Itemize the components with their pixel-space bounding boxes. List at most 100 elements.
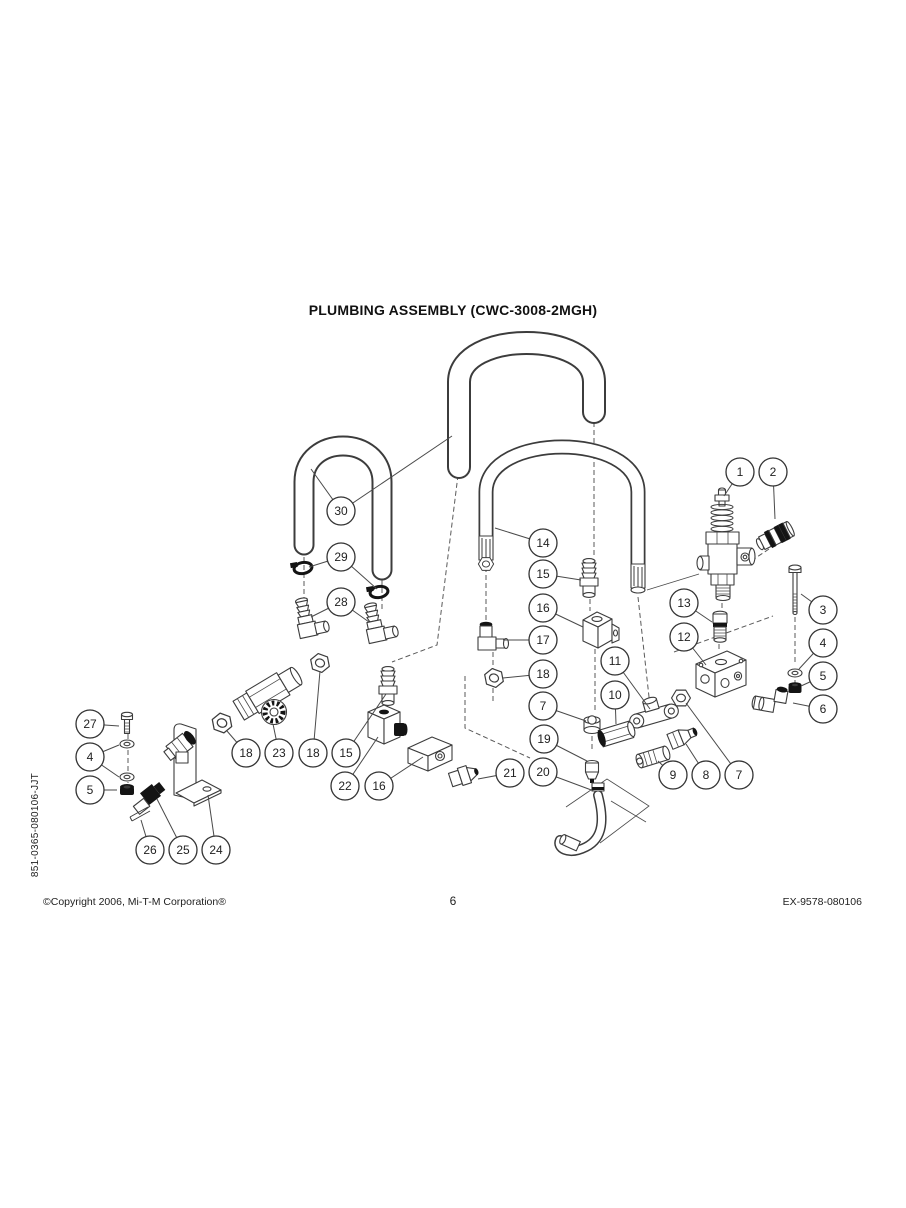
- screw-27: [120, 711, 134, 735]
- callout-number: 6: [820, 702, 827, 716]
- tee-11: [629, 696, 679, 729]
- callout-16: 16: [364, 771, 394, 801]
- callout-19: 19: [529, 724, 559, 754]
- fitting-8: [666, 727, 698, 750]
- elbow-17: [477, 621, 510, 651]
- callout-24: 24: [201, 835, 231, 865]
- callout-15: 15: [528, 559, 558, 589]
- bracket-elbow-fitting: [163, 731, 196, 764]
- nipple-26: [129, 806, 151, 822]
- cylinder-9: [635, 745, 671, 769]
- doc-code: EX-9578-080106: [782, 896, 862, 908]
- callout-26: 26: [135, 835, 165, 865]
- callout-3: 3: [808, 595, 838, 625]
- hexnut-18-center: [481, 666, 507, 690]
- callout-2: 2: [758, 457, 788, 487]
- callout-22: 22: [330, 771, 360, 801]
- clamp-29-right: [364, 582, 391, 602]
- callout-number: 16: [536, 601, 550, 615]
- callout-number: 18: [239, 746, 253, 760]
- callout-number: 17: [536, 633, 550, 647]
- callout-7: 7: [528, 691, 558, 721]
- page-number: 6: [449, 894, 457, 908]
- unloader-valve-1: [696, 487, 756, 602]
- plug-13: [712, 610, 728, 643]
- hexnut-18-left: [208, 710, 236, 736]
- callout-number: 1: [737, 465, 744, 479]
- callout-number: 28: [334, 595, 348, 609]
- callout-29: 29: [326, 542, 356, 572]
- callout-12: 12: [669, 622, 699, 652]
- callout-number: 2: [770, 465, 777, 479]
- valve-23: [232, 666, 303, 726]
- callout-number: 22: [338, 779, 352, 793]
- callout-21: 21: [495, 758, 525, 788]
- callout-number: 5: [820, 669, 827, 683]
- callout-number: 7: [736, 768, 743, 782]
- elbow-28-right: [360, 598, 400, 645]
- callout-number: 4: [820, 636, 827, 650]
- callout-number: 20: [536, 765, 550, 779]
- callout-number: 14: [536, 536, 550, 550]
- callout-10: 10: [600, 680, 630, 710]
- callout-number: 30: [334, 504, 348, 518]
- callout-number: 23: [272, 746, 286, 760]
- callout-27: 27: [75, 709, 105, 739]
- washer-4-lower: [119, 772, 135, 782]
- callout-number: 4: [87, 750, 94, 764]
- manifold-block-12: [695, 650, 747, 698]
- callout-number: 24: [209, 843, 223, 857]
- cube-fitting-16: [582, 611, 620, 649]
- callout-11: 11: [600, 646, 630, 676]
- block-16-left: [407, 736, 453, 772]
- callout-number: 18: [306, 746, 320, 760]
- callout-14: 14: [528, 528, 558, 558]
- hose-14: [477, 439, 646, 594]
- callout-18: 18: [298, 738, 328, 768]
- callout-number: 7: [540, 699, 547, 713]
- bolt-3: [788, 564, 802, 616]
- hose-20: [554, 782, 607, 856]
- callout-number: 18: [536, 667, 550, 681]
- callout-4: 4: [75, 742, 105, 772]
- washer-4-upper: [119, 739, 135, 749]
- callout-number: 21: [503, 766, 517, 780]
- callout-number: 29: [334, 550, 348, 564]
- callout-23: 23: [264, 738, 294, 768]
- clamp-29-left: [288, 558, 315, 578]
- callout-9: 9: [658, 760, 688, 790]
- callout-number: 13: [677, 596, 691, 610]
- callout-5: 5: [75, 775, 105, 805]
- nozzle-19: [584, 759, 600, 783]
- nut-5-left: [120, 784, 134, 795]
- callout-number: 11: [609, 654, 622, 668]
- elbow-28-left: [291, 593, 331, 640]
- callout-16: 16: [528, 593, 558, 623]
- callout-8: 8: [691, 760, 721, 790]
- fitting-21: [447, 765, 479, 788]
- callout-30: 30: [326, 496, 356, 526]
- callout-15: 15: [331, 738, 361, 768]
- cap-7-left: [583, 715, 601, 735]
- callout-7: 7: [724, 760, 754, 790]
- elbow-6: [751, 686, 789, 713]
- callout-number: 15: [536, 567, 550, 581]
- callout-number: 5: [87, 783, 94, 797]
- callout-28: 28: [326, 587, 356, 617]
- callout-5: 5: [808, 661, 838, 691]
- hose-large-loop: [447, 331, 606, 479]
- callout-13: 13: [669, 588, 699, 618]
- barb-fitting-15-center: [579, 558, 599, 598]
- callout-20: 20: [528, 757, 558, 787]
- callout-1: 1: [725, 457, 755, 487]
- elbow-block-22: [367, 704, 408, 745]
- coupler-2: [755, 521, 795, 551]
- callout-number: 27: [83, 717, 97, 731]
- copyright-text: ©Copyright 2006, Mi-T-M Corporation®: [43, 896, 226, 908]
- cylinder-10: [597, 720, 636, 748]
- side-reference-code: 851-0365-080106-JJT: [30, 772, 41, 878]
- callout-18: 18: [231, 738, 261, 768]
- callout-number: 8: [703, 768, 710, 782]
